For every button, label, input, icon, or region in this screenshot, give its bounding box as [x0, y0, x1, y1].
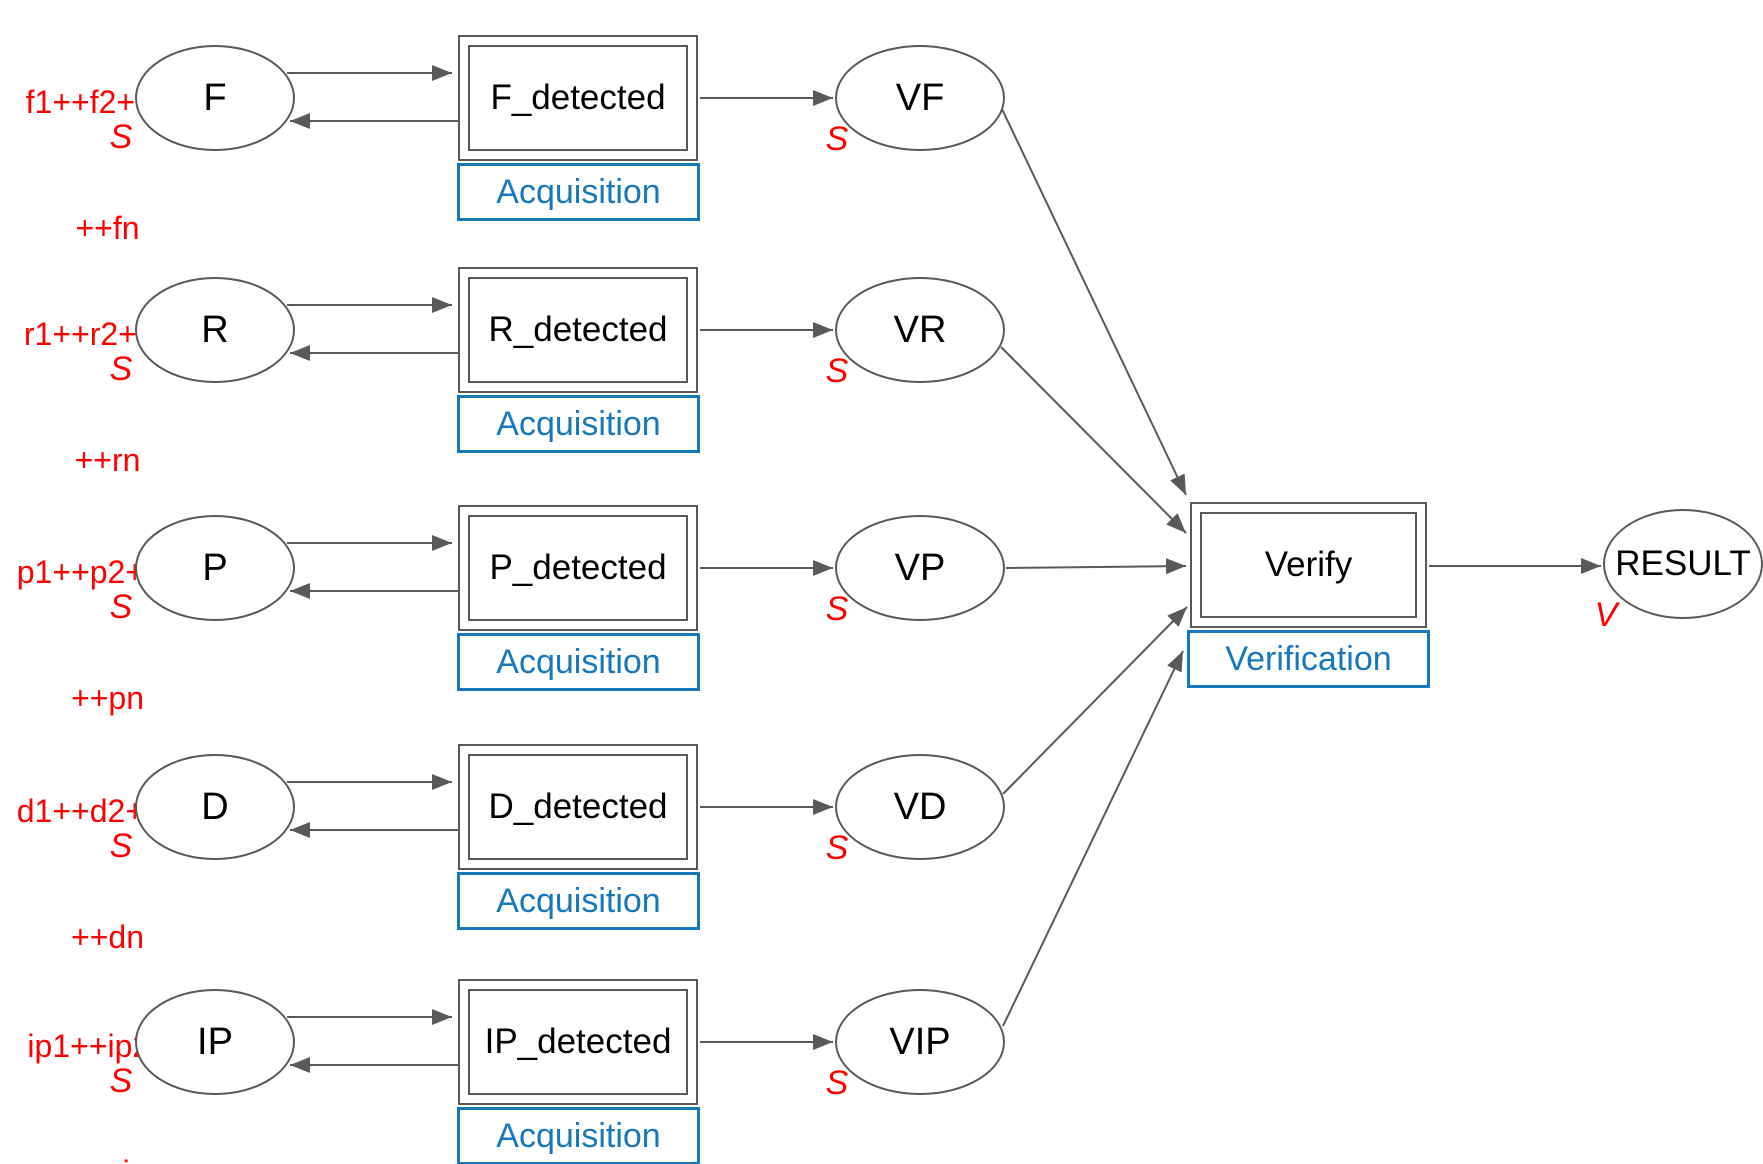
type-label-s-p: S [109, 588, 133, 626]
type-label-s-r: S [109, 350, 133, 388]
transition-p-detected: P_detected [458, 505, 698, 631]
transition-ip-detected-label: IP_detected [468, 989, 688, 1095]
place-vf: VF [835, 45, 1005, 151]
place-ip: IP [135, 989, 295, 1095]
place-r: R [135, 277, 295, 383]
type-label-s-d: S [109, 827, 133, 865]
arrow-vf-to-verify [1000, 106, 1187, 496]
type-label-s-vd: S [825, 829, 849, 867]
module-tag-verification: Verification [1187, 630, 1430, 688]
transition-p-detected-label: P_detected [468, 515, 688, 621]
place-d: D [135, 754, 295, 860]
tokens-line-2: ++pn [71, 680, 144, 716]
transition-d-detected-label: D_detected [468, 754, 688, 860]
type-label-s-ip: S [109, 1062, 133, 1100]
place-result: RESULT [1603, 509, 1763, 619]
type-label-s-vp: S [825, 590, 849, 628]
place-p: P [135, 515, 295, 621]
place-vip: VIP [835, 989, 1005, 1095]
tokens-line-2: ++dn [71, 919, 144, 955]
type-label-s-vf: S [825, 120, 849, 158]
place-vp: VP [835, 515, 1005, 621]
tokens-line-2: ++rn [74, 442, 141, 478]
type-label-v-result: V [1594, 596, 1618, 634]
transition-r-detected-label: R_detected [468, 277, 688, 383]
type-label-s-vr: S [825, 352, 849, 390]
arrow-vip-to-verify [1002, 650, 1184, 1027]
place-f: F [135, 45, 295, 151]
arrow-vd-to-verify [1002, 606, 1188, 795]
transition-verify-label: Verify [1200, 512, 1417, 618]
module-tag-acquisition-f: Acquisition [457, 163, 700, 221]
arrow-vr-to-verify [1000, 346, 1187, 534]
transition-ip-detected: IP_detected [458, 979, 698, 1105]
tokens-line-2: ... ++ipn [0, 1151, 215, 1164]
tokens-line-2: ++fn [75, 210, 140, 246]
arrow-vp-to-verify [1005, 558, 1187, 575]
module-tag-acquisition-r: Acquisition [457, 395, 700, 453]
module-tag-acquisition-d: Acquisition [457, 872, 700, 930]
type-label-s-f: S [109, 118, 133, 156]
place-vr: VR [835, 277, 1005, 383]
transition-r-detected: R_detected [458, 267, 698, 393]
transition-f-detected: F_detected [458, 35, 698, 161]
module-tag-acquisition-p: Acquisition [457, 633, 700, 691]
module-tag-acquisition-ip: Acquisition [457, 1107, 700, 1164]
type-label-s-vip: S [825, 1064, 849, 1102]
transition-verify: Verify [1190, 502, 1427, 628]
place-vd: VD [835, 754, 1005, 860]
transition-f-detected-label: F_detected [468, 45, 688, 151]
transition-d-detected: D_detected [458, 744, 698, 870]
